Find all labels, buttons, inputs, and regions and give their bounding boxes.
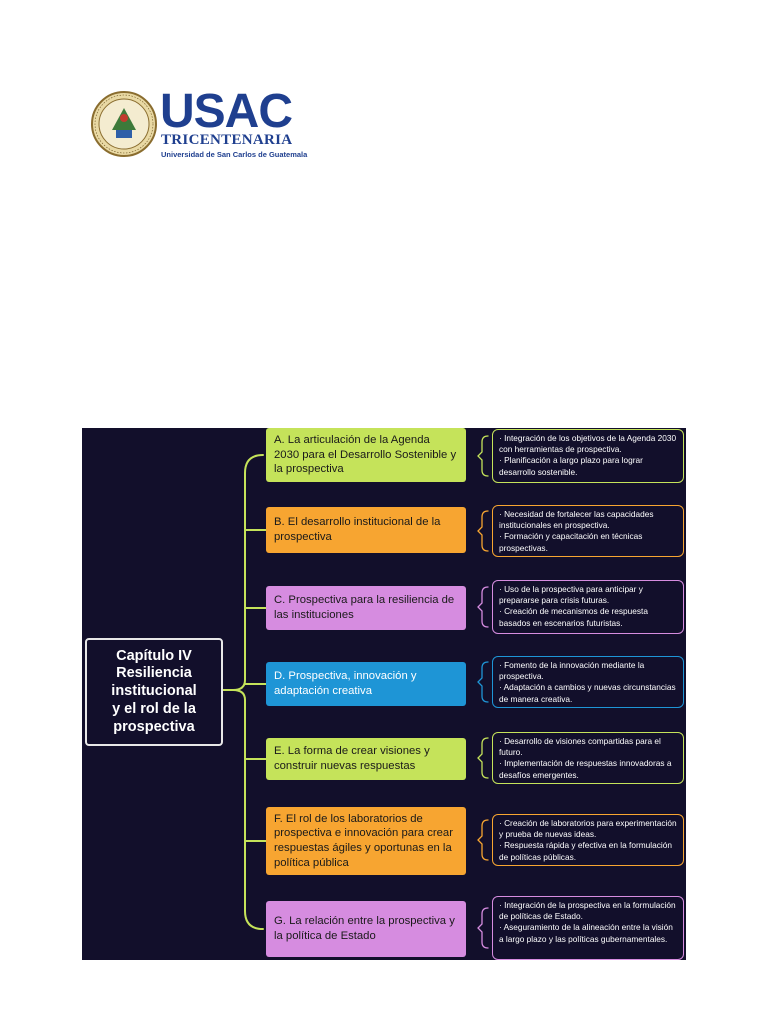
branch-detail-item: · Respuesta rápida y efectiva en la form…: [499, 840, 672, 862]
central-topic: Capítulo IV Resiliencia institucional y …: [85, 638, 223, 746]
branch-details: · Uso de la prospectiva para anticipar y…: [492, 580, 684, 634]
mind-map-diagram: Capítulo IV Resiliencia institucional y …: [82, 428, 686, 960]
branch-detail-item: · Creación de mecanismos de respuesta ba…: [499, 606, 648, 628]
logo-university: Universidad de San Carlos de Guatemala: [161, 150, 308, 159]
branch-details: · Integración de los objetivos de la Age…: [492, 429, 684, 483]
branch-topic-label: F. El rol de los laboratorios de prospec…: [274, 812, 453, 869]
detail-brace: [477, 510, 489, 552]
usac-logo: USAC TRICENTENARIA Universidad de San Ca…: [90, 85, 307, 165]
branch-details: · Fomento de la innovación mediante la p…: [492, 656, 684, 708]
detail-brace: [477, 661, 489, 703]
branch-topic: F. El rol de los laboratorios de prospec…: [266, 807, 466, 875]
university-seal-icon: [91, 91, 157, 157]
branch-topic-label: A. La articulación de la Agenda 2030 par…: [274, 434, 457, 476]
logo-title: USAC: [160, 85, 293, 138]
branch-topic-label: G. La relación entre la prospectiva y la…: [274, 915, 455, 942]
branch-detail-item: · Formación y capacitación en técnicas p…: [499, 531, 643, 553]
detail-brace: [477, 435, 489, 477]
central-topic-label: Capítulo IV Resiliencia institucional y …: [111, 647, 197, 735]
detail-brace: [477, 907, 489, 949]
branch-topic: D. Prospectiva, innovación y adaptación …: [266, 662, 466, 706]
branch-detail-item: · Integración de los objetivos de la Age…: [499, 433, 677, 455]
branch-topic-label: D. Prospectiva, innovación y adaptación …: [274, 670, 417, 697]
branch-detail-item: · Aseguramiento de la alineación entre l…: [499, 922, 673, 944]
branch-detail-item: · Necesidad de fortalecer las capacidade…: [499, 509, 654, 531]
branch-topic-label: C. Prospectiva para la resiliencia de la…: [274, 594, 455, 621]
branch-detail-item: · Uso de la prospectiva para anticipar y…: [499, 584, 643, 606]
branch-topic: A. La articulación de la Agenda 2030 par…: [266, 428, 466, 482]
branch-topic: E. La forma de crear visiones y construi…: [266, 738, 466, 780]
branch-topic: B. El desarrollo institucional de la pro…: [266, 507, 466, 553]
branch-detail-item: · Fomento de la innovación mediante la p…: [499, 660, 645, 682]
connector-brace: [222, 435, 489, 949]
branch-topic: G. La relación entre la prospectiva y la…: [266, 901, 466, 957]
logo-subtitle: TRICENTENARIA: [161, 132, 293, 148]
branch-details: · Desarrollo de visiones compartidas par…: [492, 732, 684, 784]
detail-brace: [477, 586, 489, 628]
branch-details: · Creación de laboratorios para experime…: [492, 814, 684, 866]
branch-detail-item: · Integración de la prospectiva en la fo…: [499, 900, 676, 922]
branch-topic-label: E. La forma de crear visiones y construi…: [274, 745, 430, 772]
detail-brace: [477, 737, 489, 779]
main-brace: [232, 454, 264, 930]
branch-topic-label: B. El desarrollo institucional de la pro…: [274, 516, 441, 543]
branch-details: · Integración de la prospectiva en la fo…: [492, 896, 684, 960]
branch-detail-item: · Creación de laboratorios para experime…: [499, 818, 677, 840]
branch-details: · Necesidad de fortalecer las capacidade…: [492, 505, 684, 557]
detail-brace: [477, 819, 489, 861]
branch-detail-item: · Desarrollo de visiones compartidas par…: [499, 736, 661, 758]
branch-detail-item: · Adaptación a cambios y nuevas circunst…: [499, 682, 676, 704]
branch-detail-item: · Implementación de respuestas innovador…: [499, 758, 672, 780]
branch-topic: C. Prospectiva para la resiliencia de la…: [266, 586, 466, 630]
branch-detail-item: · Planificación a largo plazo para logra…: [499, 455, 643, 477]
